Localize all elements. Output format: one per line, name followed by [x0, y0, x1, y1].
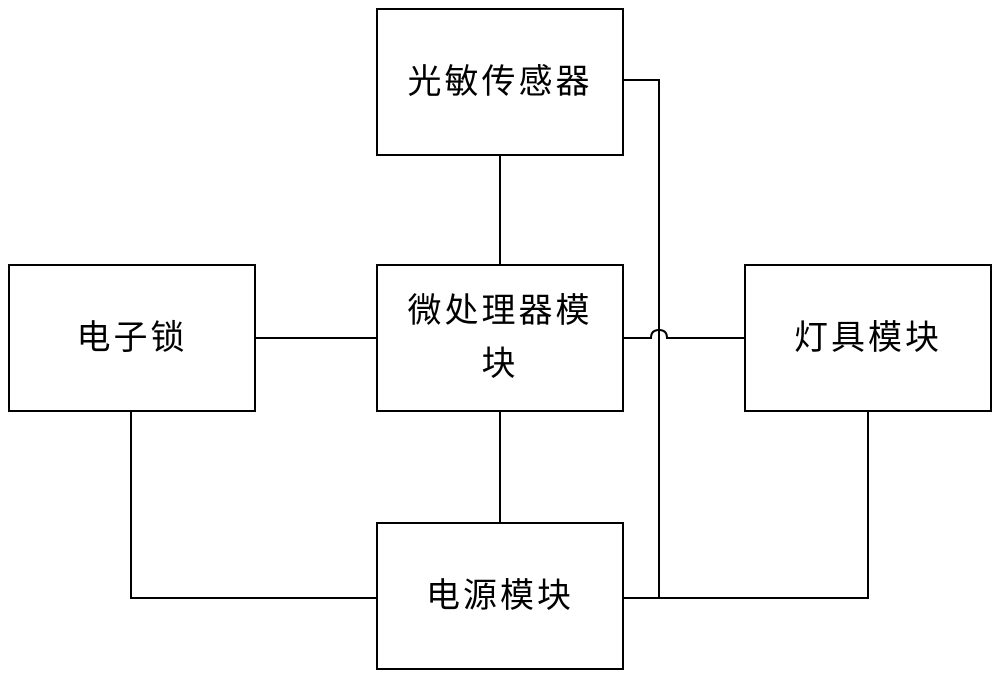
microprocessor-box: 微处理器模块 — [376, 264, 624, 412]
line-lamp-power — [659, 412, 869, 599]
lamp-module-label: 灯具模块 — [794, 317, 942, 358]
photosensor-box: 光敏传感器 — [376, 8, 624, 156]
line-lock-power — [130, 412, 376, 599]
electronic-lock-label: 电子锁 — [76, 317, 188, 358]
electronic-lock-box: 电子锁 — [8, 264, 256, 412]
line-sensor-power — [624, 79, 660, 599]
power-module-box: 电源模块 — [376, 522, 624, 670]
photosensor-label: 光敏传感器 — [407, 61, 593, 102]
microprocessor-label: 微处理器模块 — [407, 291, 593, 384]
line-mcu-lamp-with-hop — [624, 328, 744, 339]
power-module-label: 电源模块 — [426, 575, 574, 616]
lamp-module-box: 灯具模块 — [744, 264, 992, 412]
